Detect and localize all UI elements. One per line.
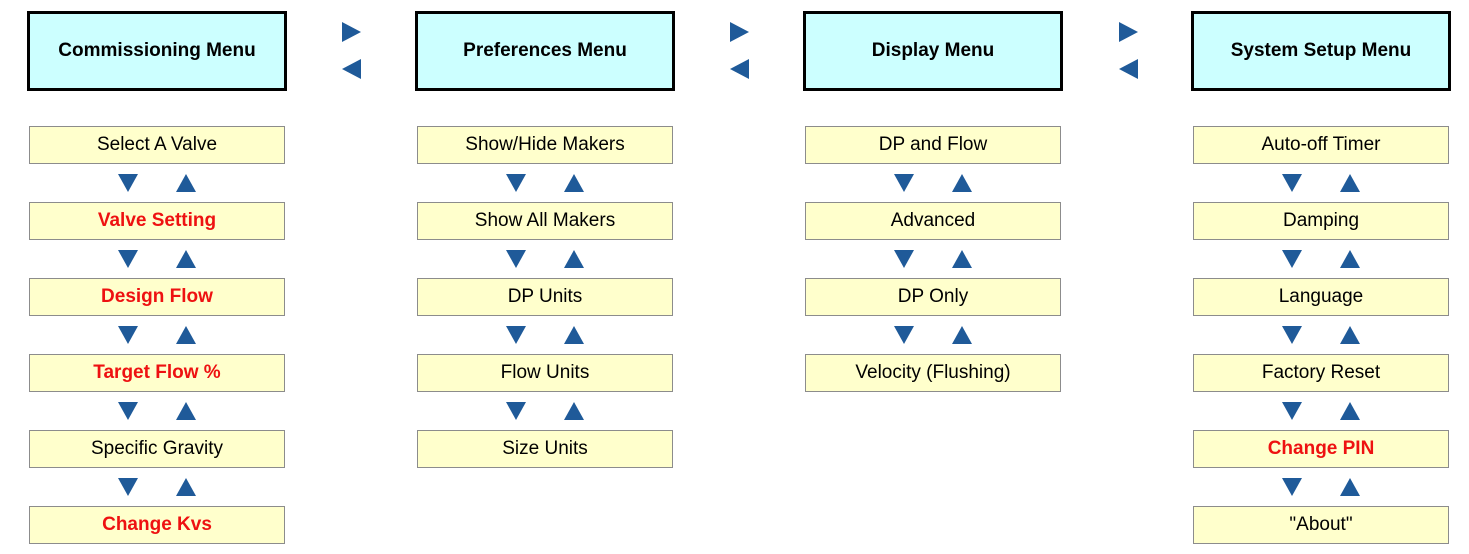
nav-arrows xyxy=(29,240,285,278)
menu-item-flow-units[interactable]: Flow Units xyxy=(417,354,673,392)
preferences-menu-column: Preferences Menu Show/Hide Makers Show A… xyxy=(415,0,675,554)
arrow-up-icon xyxy=(1340,402,1360,420)
nav-arrows xyxy=(1193,392,1449,430)
arrow-right-icon xyxy=(342,22,361,42)
nav-arrows xyxy=(805,164,1061,202)
nav-arrows xyxy=(417,240,673,278)
menu-item-about[interactable]: "About" xyxy=(1193,506,1449,544)
arrow-down-icon xyxy=(506,326,526,344)
arrow-up-icon xyxy=(176,326,196,344)
menu-item-language[interactable]: Language xyxy=(1193,278,1449,316)
menu-item-velocity-flushing[interactable]: Velocity (Flushing) xyxy=(805,354,1061,392)
commissioning-menu-items: Select A Valve Valve Setting Design Flow… xyxy=(29,126,285,544)
nav-arrows xyxy=(805,316,1061,354)
nav-arrows xyxy=(29,164,285,202)
arrow-up-icon xyxy=(952,326,972,344)
arrow-down-icon xyxy=(506,250,526,268)
arrow-up-icon xyxy=(564,402,584,420)
arrow-down-icon xyxy=(1282,478,1302,496)
nav-arrows xyxy=(1193,164,1449,202)
arrow-up-icon xyxy=(564,250,584,268)
arrow-down-icon xyxy=(506,402,526,420)
arrow-down-icon xyxy=(1282,174,1302,192)
menu-switch-arrows xyxy=(728,20,752,84)
menu-item-show-hide-makers[interactable]: Show/Hide Makers xyxy=(417,126,673,164)
arrow-left-icon xyxy=(342,59,361,79)
system-setup-menu-header[interactable]: System Setup Menu xyxy=(1191,11,1451,91)
arrow-down-icon xyxy=(1282,402,1302,420)
nav-arrows xyxy=(29,316,285,354)
nav-arrows xyxy=(417,164,673,202)
menu-item-change-pin[interactable]: Change PIN xyxy=(1193,430,1449,468)
nav-arrows xyxy=(29,468,285,506)
arrow-down-icon xyxy=(1282,326,1302,344)
commissioning-menu-column: Commissioning Menu Select A Valve Valve … xyxy=(27,0,287,554)
nav-arrows xyxy=(805,240,1061,278)
arrow-down-icon xyxy=(118,478,138,496)
menu-item-size-units[interactable]: Size Units xyxy=(417,430,673,468)
menu-item-valve-setting[interactable]: Valve Setting xyxy=(29,202,285,240)
menu-item-dp-only[interactable]: DP Only xyxy=(805,278,1061,316)
nav-arrows xyxy=(29,392,285,430)
arrow-down-icon xyxy=(118,174,138,192)
menu-item-change-kvs[interactable]: Change Kvs xyxy=(29,506,285,544)
preferences-menu-header[interactable]: Preferences Menu xyxy=(415,11,675,91)
commissioning-menu-header[interactable]: Commissioning Menu xyxy=(27,11,287,91)
arrow-up-icon xyxy=(176,478,196,496)
nav-arrows xyxy=(1193,468,1449,506)
arrow-left-icon xyxy=(1119,59,1138,79)
display-menu-column: Display Menu DP and Flow Advanced DP Onl… xyxy=(803,0,1063,554)
arrow-down-icon xyxy=(118,326,138,344)
arrow-up-icon xyxy=(564,174,584,192)
arrow-up-icon xyxy=(1340,174,1360,192)
arrow-up-icon xyxy=(952,174,972,192)
nav-arrows xyxy=(417,316,673,354)
arrow-down-icon xyxy=(894,174,914,192)
arrow-up-icon xyxy=(176,174,196,192)
menu-item-design-flow[interactable]: Design Flow xyxy=(29,278,285,316)
arrow-up-icon xyxy=(952,250,972,268)
nav-arrows xyxy=(417,392,673,430)
menu-item-target-flow[interactable]: Target Flow % xyxy=(29,354,285,392)
menu-switch-arrows xyxy=(1117,20,1141,84)
arrow-up-icon xyxy=(1340,326,1360,344)
arrow-down-icon xyxy=(506,174,526,192)
arrow-right-icon xyxy=(1119,22,1138,42)
arrow-down-icon xyxy=(894,326,914,344)
system-setup-menu-items: Auto-off Timer Damping Language Factory … xyxy=(1193,126,1449,544)
menu-item-factory-reset[interactable]: Factory Reset xyxy=(1193,354,1449,392)
arrow-up-icon xyxy=(176,250,196,268)
menu-item-dp-and-flow[interactable]: DP and Flow xyxy=(805,126,1061,164)
menu-switch-arrows xyxy=(340,20,364,84)
menu-item-advanced[interactable]: Advanced xyxy=(805,202,1061,240)
arrow-down-icon xyxy=(118,402,138,420)
menu-item-auto-off-timer[interactable]: Auto-off Timer xyxy=(1193,126,1449,164)
arrow-down-icon xyxy=(1282,250,1302,268)
menu-item-damping[interactable]: Damping xyxy=(1193,202,1449,240)
arrow-right-icon xyxy=(730,22,749,42)
arrow-up-icon xyxy=(176,402,196,420)
nav-arrows xyxy=(1193,316,1449,354)
menu-item-specific-gravity[interactable]: Specific Gravity xyxy=(29,430,285,468)
arrow-down-icon xyxy=(118,250,138,268)
menu-item-dp-units[interactable]: DP Units xyxy=(417,278,673,316)
display-menu-items: DP and Flow Advanced DP Only Velocity (F… xyxy=(805,126,1061,392)
nav-arrows xyxy=(1193,240,1449,278)
menu-item-show-all-makers[interactable]: Show All Makers xyxy=(417,202,673,240)
arrow-up-icon xyxy=(564,326,584,344)
system-setup-menu-column: System Setup Menu Auto-off Timer Damping… xyxy=(1191,0,1451,554)
arrow-left-icon xyxy=(730,59,749,79)
preferences-menu-items: Show/Hide Makers Show All Makers DP Unit… xyxy=(417,126,673,468)
arrow-up-icon xyxy=(1340,250,1360,268)
arrow-up-icon xyxy=(1340,478,1360,496)
menu-item-select-a-valve[interactable]: Select A Valve xyxy=(29,126,285,164)
arrow-down-icon xyxy=(894,250,914,268)
display-menu-header[interactable]: Display Menu xyxy=(803,11,1063,91)
